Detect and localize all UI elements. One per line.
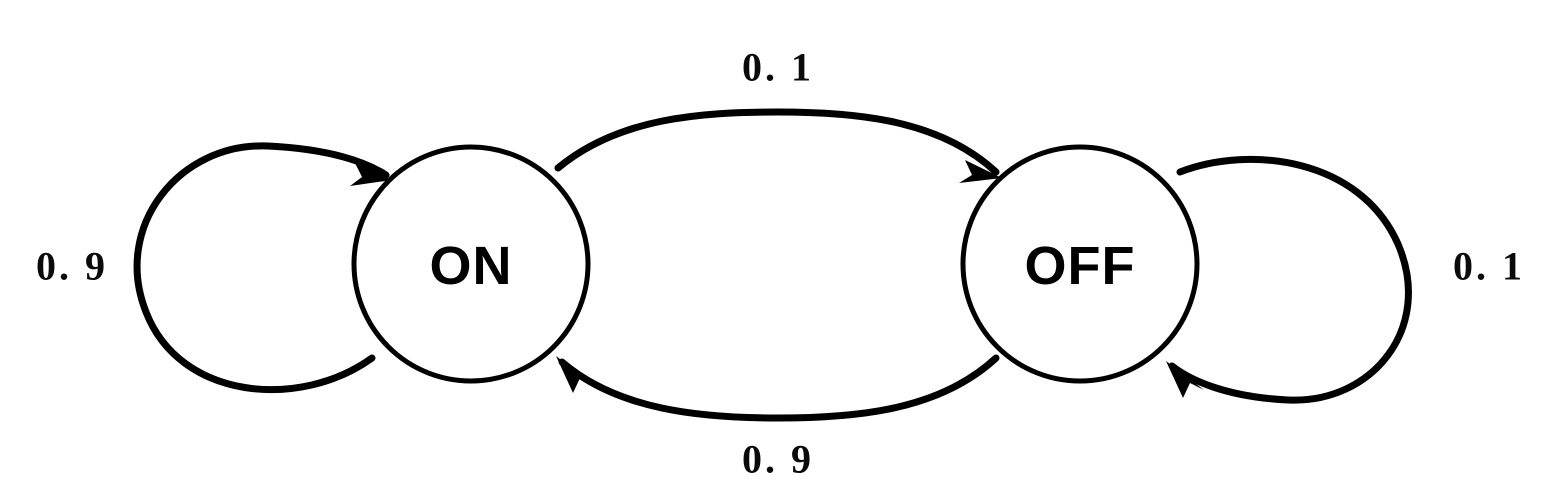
edge-on-to-off [554,108,1002,183]
node-on[interactable]: ON [351,144,591,384]
edge-label-off-self-loop: 0. 1 [1453,244,1525,289]
node-on-circle[interactable] [351,144,591,384]
edge-on-self-loop-path [133,142,390,394]
edge-on-to-off-arrowhead [959,160,1002,183]
edge-off-to-on-path [558,354,1000,422]
edge-off-self-loop [1166,155,1412,404]
node-off[interactable]: OFF [960,144,1200,384]
edge-off-self-loop-arrowhead [1166,361,1204,398]
node-on-label: ON [430,236,513,296]
edge-label-on-to-off: 0. 1 [742,45,814,90]
edge-off-to-on-arrowhead [556,356,594,393]
edge-on-to-off-path [554,108,1000,176]
node-off-circle[interactable] [960,144,1200,384]
node-off-label: OFF [1025,236,1136,296]
edge-label-off-to-on: 0. 9 [742,437,814,482]
edge-off-to-on [556,354,1000,422]
edge-on-self-loop [133,142,392,394]
edge-off-self-loop-path [1168,155,1412,404]
edge-label-on-self-loop: 0. 9 [36,244,108,289]
edge-on-self-loop-arrowhead [350,163,392,186]
